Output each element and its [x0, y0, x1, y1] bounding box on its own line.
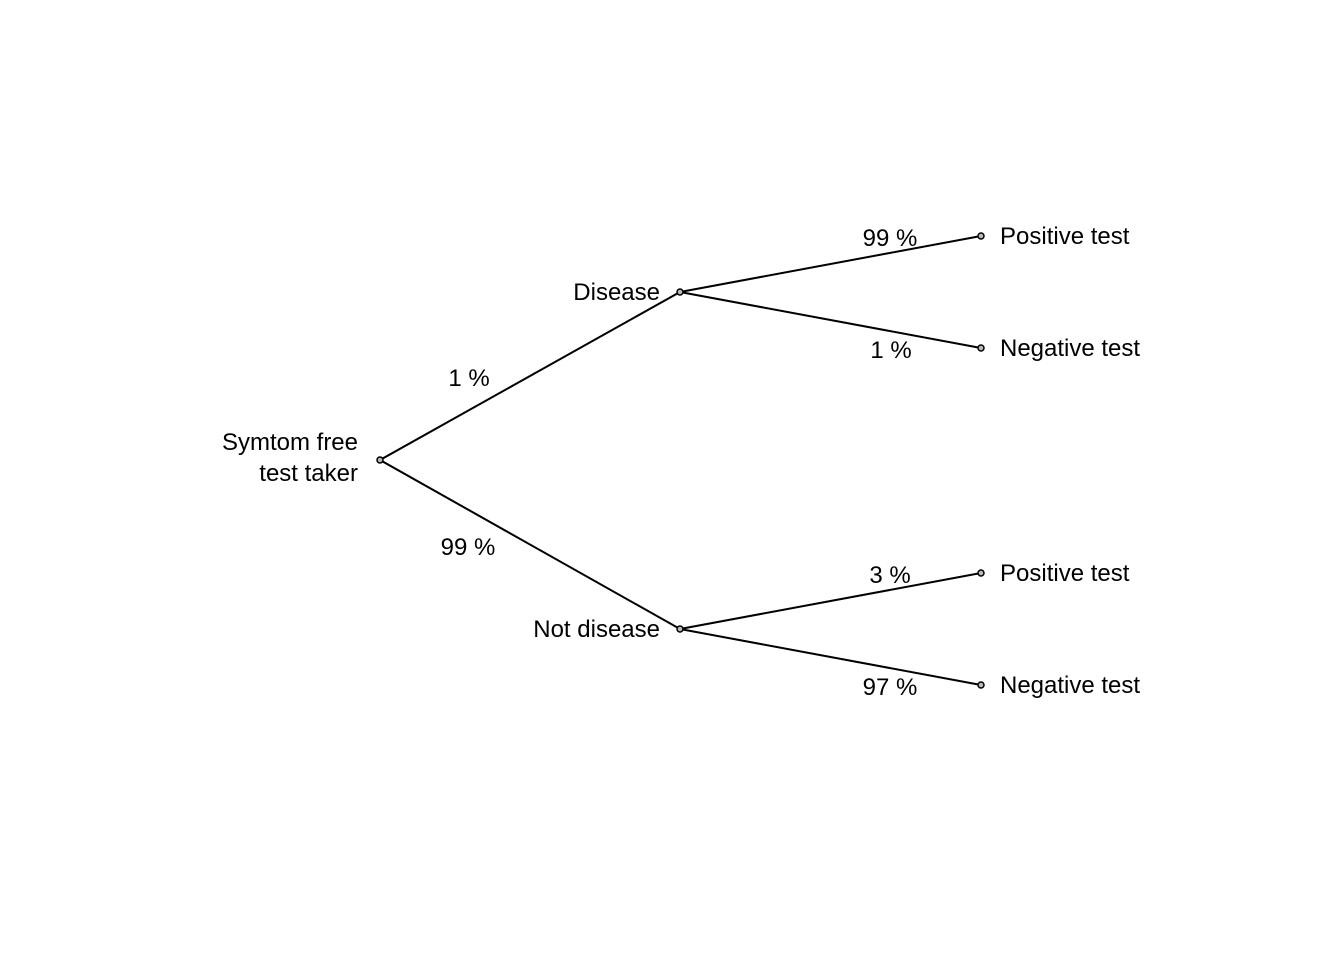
- leaf-label-disease-positive: Positive test: [1000, 223, 1130, 250]
- leaf-label-disease-negative: Negative test: [1000, 335, 1140, 362]
- node-root: [376, 456, 384, 464]
- edge-label-not-disease-positive: 3 %: [869, 562, 910, 589]
- edge-not-disease-positive: [679, 572, 982, 630]
- node-not-disease: [676, 625, 684, 633]
- node-disease-positive: [977, 232, 985, 240]
- node-not-disease-negative: [977, 681, 985, 689]
- leaf-label-not-disease-positive: Positive test: [1000, 560, 1130, 587]
- edge-not-disease-negative: [679, 628, 982, 686]
- node-disease: [676, 288, 684, 296]
- edge-root-disease: [379, 291, 681, 461]
- edge-label-not-disease-negative: 97 %: [863, 674, 918, 701]
- edge-label-not-disease: 99 %: [441, 534, 496, 561]
- edge-label-disease-negative: 1 %: [870, 337, 911, 364]
- edge-disease-positive: [679, 235, 982, 293]
- node-disease-negative: [977, 344, 985, 352]
- not-disease-label: Not disease: [533, 616, 660, 643]
- edge-root-not-disease: [379, 459, 681, 630]
- disease-label: Disease: [573, 279, 660, 306]
- edge-label-disease: 1 %: [448, 365, 489, 392]
- root-label-line1: Symtom free: [222, 429, 358, 456]
- root-label-line2: test taker: [259, 460, 358, 487]
- edge-disease-negative: [679, 291, 982, 349]
- leaf-label-not-disease-negative: Negative test: [1000, 672, 1140, 699]
- node-not-disease-positive: [977, 569, 985, 577]
- edge-label-disease-positive: 99 %: [863, 225, 918, 252]
